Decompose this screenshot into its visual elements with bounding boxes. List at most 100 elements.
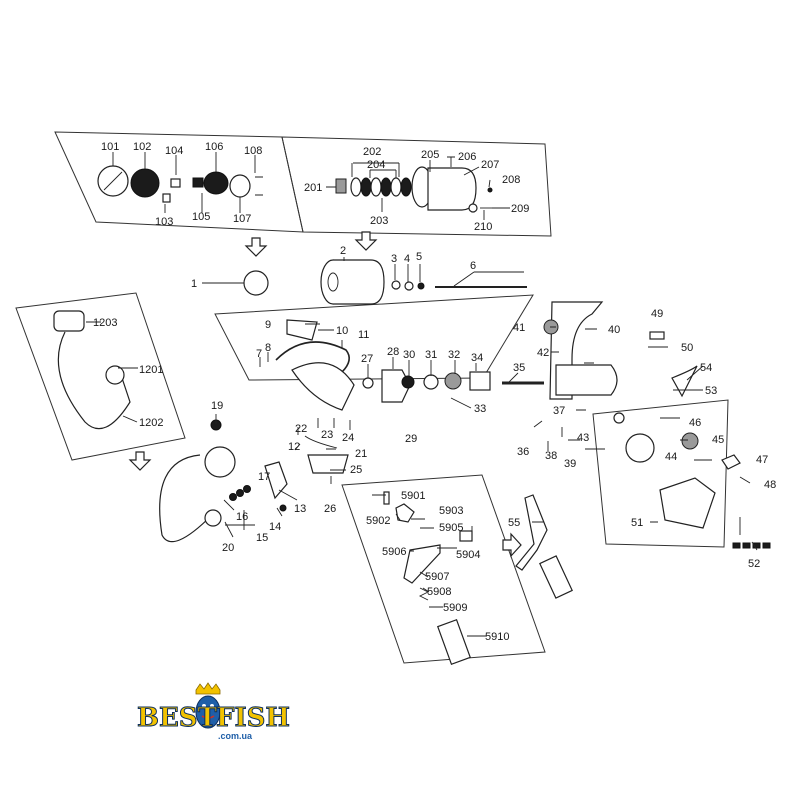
part-210-washer: [468, 203, 478, 213]
part-208-pin: [487, 187, 493, 193]
label-4: 4: [404, 253, 410, 265]
part-101-knob-cap: [97, 165, 129, 197]
arrow-down-center-icon: [354, 231, 378, 251]
label-29: 29: [405, 433, 417, 445]
label-27: 27: [361, 353, 373, 365]
label-1201: 1201: [139, 364, 163, 376]
arrow-right-icon: [502, 532, 522, 558]
part-5901-screw: [383, 491, 390, 505]
part-31-bearing: [423, 374, 439, 390]
label-40: 40: [608, 324, 620, 336]
part-4-washer: [404, 281, 414, 291]
part-9-bail-arm: [286, 319, 318, 341]
part-5-washer: [417, 282, 425, 290]
label-32: 32: [448, 349, 460, 361]
part-32-pinion: [444, 372, 462, 390]
label-45: 45: [712, 434, 724, 446]
part-105-bushing: [192, 177, 204, 188]
part-1203-clamp: [53, 310, 85, 332]
label-46: 46: [689, 417, 701, 429]
label-23: 23: [321, 429, 333, 441]
label-52: 52: [748, 558, 760, 570]
label-44: 44: [665, 451, 677, 463]
label-5908: 5908: [427, 586, 451, 598]
label-11: 11: [358, 329, 369, 341]
part-30-bearing: [401, 375, 415, 389]
label-34: 34: [471, 352, 483, 364]
label-1202: 1202: [139, 417, 163, 429]
part-2-spool: [320, 259, 385, 305]
label-108: 108: [244, 145, 262, 157]
part-20-cable-loop: [159, 454, 213, 543]
label-104: 104: [165, 145, 183, 157]
fish-mascot-icon: [195, 695, 221, 729]
label-39: 39: [564, 458, 576, 470]
label-38: 38: [545, 450, 557, 462]
part-53-body-main: [555, 364, 618, 396]
part-21-bail-spring: [304, 435, 338, 449]
label-9: 9: [265, 319, 271, 331]
frame-rear-cover-group: [592, 399, 729, 548]
label-26: 26: [324, 503, 336, 515]
label-47: 47: [756, 454, 768, 466]
label-205: 205: [421, 149, 439, 161]
part-45-gear: [681, 432, 699, 450]
label-204: 204: [367, 159, 385, 171]
label-1: 1: [191, 278, 197, 290]
part-11-bail-wire: [275, 341, 350, 373]
part-51-rear-cover: [659, 477, 716, 529]
part-55-handle-knob: [539, 555, 573, 599]
label-12: 12: [288, 441, 300, 453]
part-34-sleeve: [469, 371, 491, 391]
callout-labels: 101 102 104 106 108 103 105 107 202 204 …: [93, 141, 776, 643]
label-13: 13: [294, 503, 306, 515]
label-107: 107: [233, 213, 251, 225]
label-210: 210: [474, 221, 492, 233]
part-1-drag-knob: [243, 270, 269, 296]
part-107-knob-plate: [229, 174, 251, 198]
label-37: 37: [553, 405, 565, 417]
label-36: 36: [517, 446, 529, 458]
part-44-gear: [625, 433, 655, 463]
label-48: 48: [764, 479, 776, 491]
label-5903: 5903: [439, 505, 463, 517]
crown-icon: [195, 682, 221, 695]
part-47-pawl: [721, 454, 741, 470]
label-42: 42: [537, 347, 549, 359]
label-208: 208: [502, 174, 520, 186]
label-51: 51: [631, 517, 643, 529]
part-5910-handle-grip: [436, 619, 472, 665]
part-104-nut: [170, 178, 181, 188]
label-17: 17: [258, 471, 270, 483]
label-24: 24: [342, 432, 354, 444]
part-102-dark-disc: [130, 168, 160, 198]
frame-handle-group: [341, 474, 546, 664]
frame-spool-group: [281, 136, 552, 237]
arrow-down-side-icon: [128, 451, 152, 471]
bestfish-logo: BEST FISH .com.ua: [137, 682, 290, 741]
label-41: 41: [513, 322, 525, 334]
label-5: 5: [416, 251, 422, 263]
part-roller-body: [204, 446, 236, 478]
label-33: 33: [474, 403, 486, 415]
label-50: 50: [681, 342, 693, 354]
label-106: 106: [205, 141, 223, 153]
label-15: 15: [256, 532, 268, 544]
label-16: 16: [236, 511, 248, 523]
part-14-screw: [279, 504, 287, 512]
part-207-spool-body: [427, 167, 477, 211]
label-53: 53: [705, 385, 717, 397]
leader-lines: [86, 152, 758, 637]
label-22: 22: [295, 423, 307, 435]
label-1203: 1203: [93, 317, 117, 329]
label-103: 103: [155, 216, 173, 228]
label-5905: 5905: [439, 522, 463, 534]
label-8: 8: [265, 342, 271, 354]
label-14: 14: [269, 521, 281, 533]
part-26-rotor: [291, 362, 355, 411]
part-52-screws: [732, 542, 771, 549]
label-43: 43: [577, 432, 589, 444]
label-35: 35: [513, 362, 525, 374]
part-103-clip: [162, 193, 171, 203]
